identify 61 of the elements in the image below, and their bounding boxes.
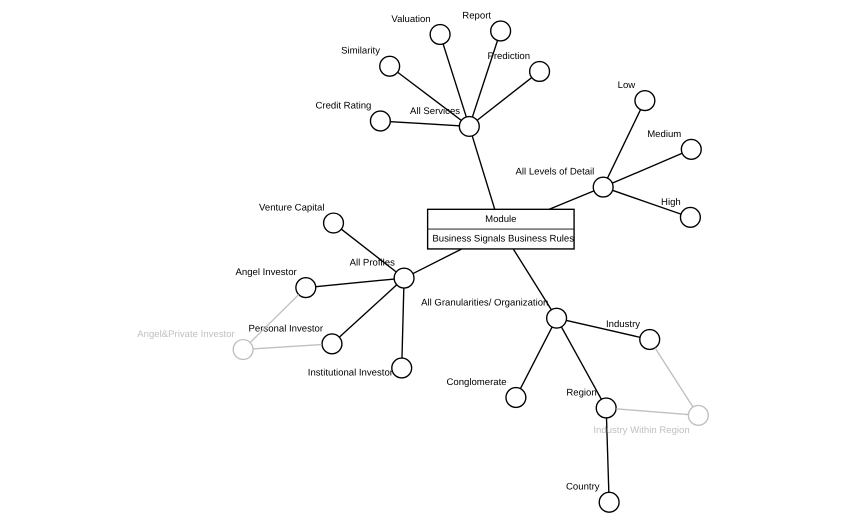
- node-label: Industry: [605, 318, 640, 330]
- connector: [315, 278, 394, 288]
- node-label: All Levels of Detail: [515, 166, 594, 178]
- connector: [606, 110, 641, 178]
- node-label: High: [660, 196, 680, 208]
- node-circle: [504, 386, 526, 408]
- node-circle: [592, 176, 614, 198]
- node-label: Region: [566, 388, 596, 399]
- node-circle: [294, 277, 316, 298]
- node-label: Angel Investor: [234, 267, 296, 278]
- node-label: Report: [462, 10, 491, 22]
- connector: [412, 248, 462, 274]
- node-circle: [528, 60, 550, 82]
- connector: [338, 284, 397, 338]
- node-circle: [320, 333, 342, 354]
- node-circle: [490, 20, 511, 42]
- node-label: Similarity: [340, 46, 380, 57]
- node-circle: [598, 492, 620, 513]
- node-circle: [634, 90, 655, 112]
- node-label: Low: [617, 80, 635, 92]
- connector: [442, 44, 466, 118]
- node-circle: [680, 138, 702, 160]
- connector: [616, 408, 688, 416]
- connector: [471, 136, 495, 210]
- node-circle: [638, 328, 660, 350]
- node-circle: [232, 338, 254, 360]
- node-label: Country: [566, 482, 600, 493]
- node-label: Credit Rating: [314, 100, 371, 112]
- node-label: Venture Capital: [258, 202, 324, 214]
- node-circle: [458, 116, 480, 138]
- connector: [548, 190, 594, 210]
- node-label: Medium: [646, 128, 681, 140]
- connector: [612, 152, 682, 184]
- node-label: Institutional Investor: [307, 367, 392, 378]
- connector: [471, 40, 498, 118]
- node-circle: [429, 24, 450, 46]
- connector: [249, 294, 299, 343]
- connector: [654, 348, 694, 408]
- connector: [519, 326, 552, 389]
- connector: [560, 326, 602, 400]
- connector: [476, 77, 532, 121]
- connector: [252, 344, 322, 350]
- node-label: Conglomerate: [446, 376, 506, 388]
- connector: [612, 190, 681, 215]
- node-circle: [322, 212, 344, 234]
- connector: [605, 418, 610, 492]
- connector: [396, 72, 462, 121]
- node-circle: [369, 110, 390, 132]
- node-label: Personal Investor: [248, 323, 323, 334]
- node-circle: [687, 404, 708, 426]
- connector: [566, 320, 640, 338]
- connector: [340, 228, 396, 272]
- node-circle: [546, 308, 567, 329]
- node-circle: [378, 56, 400, 77]
- node-label: Angel&Private Investor: [136, 329, 234, 340]
- node-circle: [679, 206, 700, 228]
- connector: [400, 288, 404, 358]
- node-circle: [392, 267, 414, 289]
- connector: [390, 120, 459, 126]
- node-label: Valuation: [390, 14, 430, 25]
- node-circle: [595, 397, 616, 419]
